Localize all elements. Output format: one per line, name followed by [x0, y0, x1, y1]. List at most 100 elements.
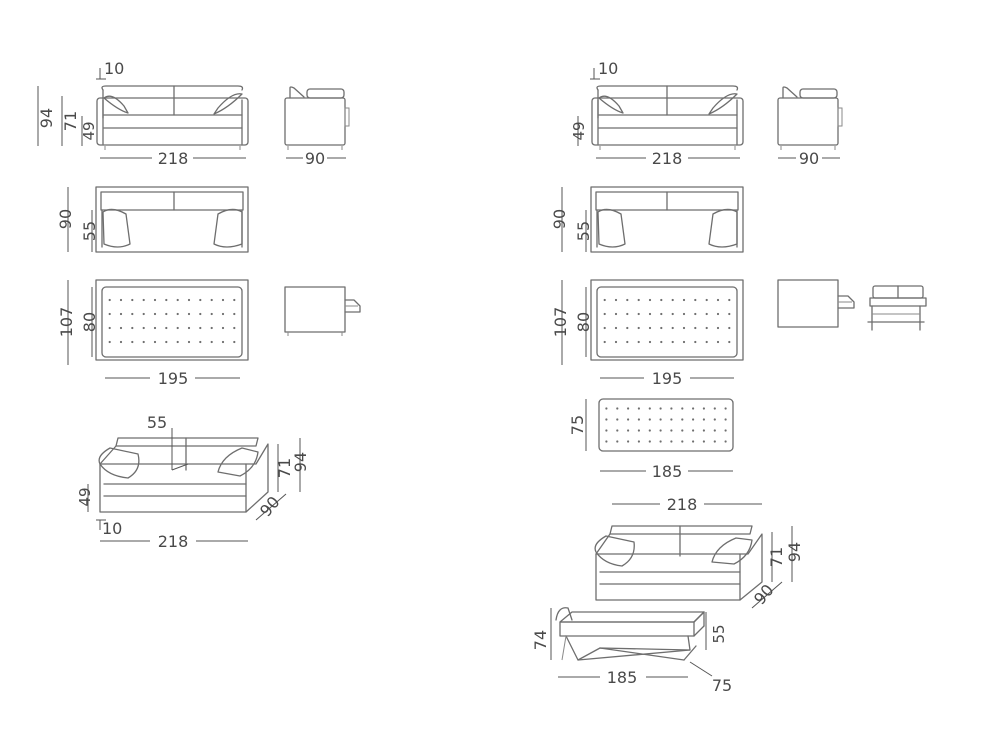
dim-r-bed-size: 195 — [652, 369, 683, 388]
tuft-button — [187, 312, 191, 316]
tuft-button — [637, 326, 640, 330]
tuft-button — [626, 312, 629, 316]
tuft-button — [713, 407, 716, 410]
dim-r-iso-armrest-height: 71 — [767, 547, 786, 567]
tuft-button — [603, 340, 606, 344]
tuft-button — [199, 340, 202, 344]
tuft-button — [637, 440, 641, 443]
right-iso-width-dimension: 218 — [612, 495, 762, 514]
tuft-button — [119, 326, 123, 330]
right-isometric-bed — [555, 607, 705, 661]
dim-mattress-width: 75 — [568, 415, 587, 435]
right-bed-dimensions: 107 80 195 — [551, 280, 734, 388]
left-front-view — [96, 85, 249, 150]
tuft-button — [682, 298, 686, 302]
tuft-button — [627, 407, 630, 410]
left-bed-top-view — [95, 279, 249, 361]
right-isometric-bed-dimensions: 74 55 185 75 — [531, 608, 732, 695]
tuft-button — [702, 418, 706, 421]
tuft-button — [671, 326, 674, 330]
tuft-button — [692, 440, 695, 443]
tuft-button — [637, 312, 640, 316]
tuft-button — [616, 407, 619, 410]
tuft-button — [705, 312, 708, 316]
tuft-button — [165, 340, 168, 344]
tuft-button — [614, 340, 618, 344]
tuft-button — [165, 326, 168, 330]
tuft-button — [671, 312, 674, 316]
dim-r-bed-width: 80 — [574, 312, 593, 332]
tuft-button — [728, 312, 731, 316]
tuft-button — [165, 298, 168, 302]
tuft-button — [108, 312, 111, 316]
right-top-dimensions: 90 55 — [550, 187, 593, 252]
left-bed-side-view — [284, 286, 361, 336]
dim-seat-height: 49 — [80, 121, 98, 140]
tuft-button — [659, 429, 662, 432]
dim-depth: 90 — [305, 149, 325, 168]
tuft-button — [659, 418, 662, 421]
tuft-button — [153, 298, 157, 302]
tuft-button — [660, 326, 663, 330]
tuft-button — [670, 418, 673, 421]
tuft-button — [210, 298, 213, 302]
tuft-button — [682, 326, 686, 330]
dim-r-seat-depth: 55 — [574, 221, 593, 241]
tuft-button — [648, 429, 651, 432]
tuft-button — [681, 418, 684, 421]
tuft-button — [627, 418, 630, 421]
tuft-button — [716, 298, 720, 302]
left-front-dimensions: 10 94 71 49 218 — [37, 59, 246, 168]
tuft-button — [660, 298, 663, 302]
tuft-button — [131, 326, 134, 330]
tuft-button — [210, 312, 213, 316]
dim-r-iso-depth: 90 — [750, 581, 778, 609]
tuft-button — [119, 298, 123, 302]
tuft-button — [616, 429, 619, 432]
tuft-button — [131, 298, 134, 302]
tuft-button — [176, 326, 179, 330]
right-bed-top-view — [590, 279, 744, 361]
tuft-button — [692, 407, 695, 410]
tuft-button — [716, 312, 720, 316]
dim-bed-size: 195 — [158, 369, 189, 388]
right-bed-front-view — [867, 285, 927, 331]
tuft-button — [187, 326, 191, 330]
right-isometric-dimensions: 71 94 90 — [750, 526, 804, 609]
dim-iso-armrest-height: 71 — [275, 458, 294, 478]
tuft-button — [142, 298, 145, 302]
tuft-button — [165, 312, 168, 316]
tuft-button — [648, 407, 651, 410]
tuft-button — [724, 429, 727, 432]
tuft-button — [648, 312, 652, 316]
tuft-button — [682, 312, 686, 316]
tuft-button — [221, 326, 225, 330]
tuft-button — [660, 312, 663, 316]
left-top-dimensions: 90 55 — [56, 187, 99, 252]
tuft-button — [659, 440, 662, 443]
dim-iso-width: 218 — [158, 532, 189, 551]
dim-r-back-thickness: 10 — [598, 59, 618, 78]
tuft-button — [692, 429, 695, 432]
tuft-button — [210, 326, 213, 330]
tuft-button — [716, 326, 720, 330]
tuft-button — [694, 340, 697, 344]
tuft-button — [605, 429, 608, 432]
tuft-button — [724, 418, 727, 421]
right-bed-side-view — [777, 279, 855, 328]
tuft-button — [702, 440, 706, 443]
tuft-button — [705, 298, 708, 302]
tuft-button — [694, 312, 697, 316]
tuft-button — [627, 429, 630, 432]
tuft-button — [637, 429, 641, 432]
left-top-view — [95, 186, 249, 253]
right-mattress-dimensions: 75 185 — [568, 399, 733, 481]
tuft-button — [681, 429, 684, 432]
tuft-button — [626, 298, 629, 302]
tuft-button — [603, 326, 606, 330]
tuft-button — [728, 298, 731, 302]
dim-r-iso-width: 218 — [667, 495, 698, 514]
tuft-button — [728, 326, 731, 330]
tuft-button — [199, 326, 202, 330]
